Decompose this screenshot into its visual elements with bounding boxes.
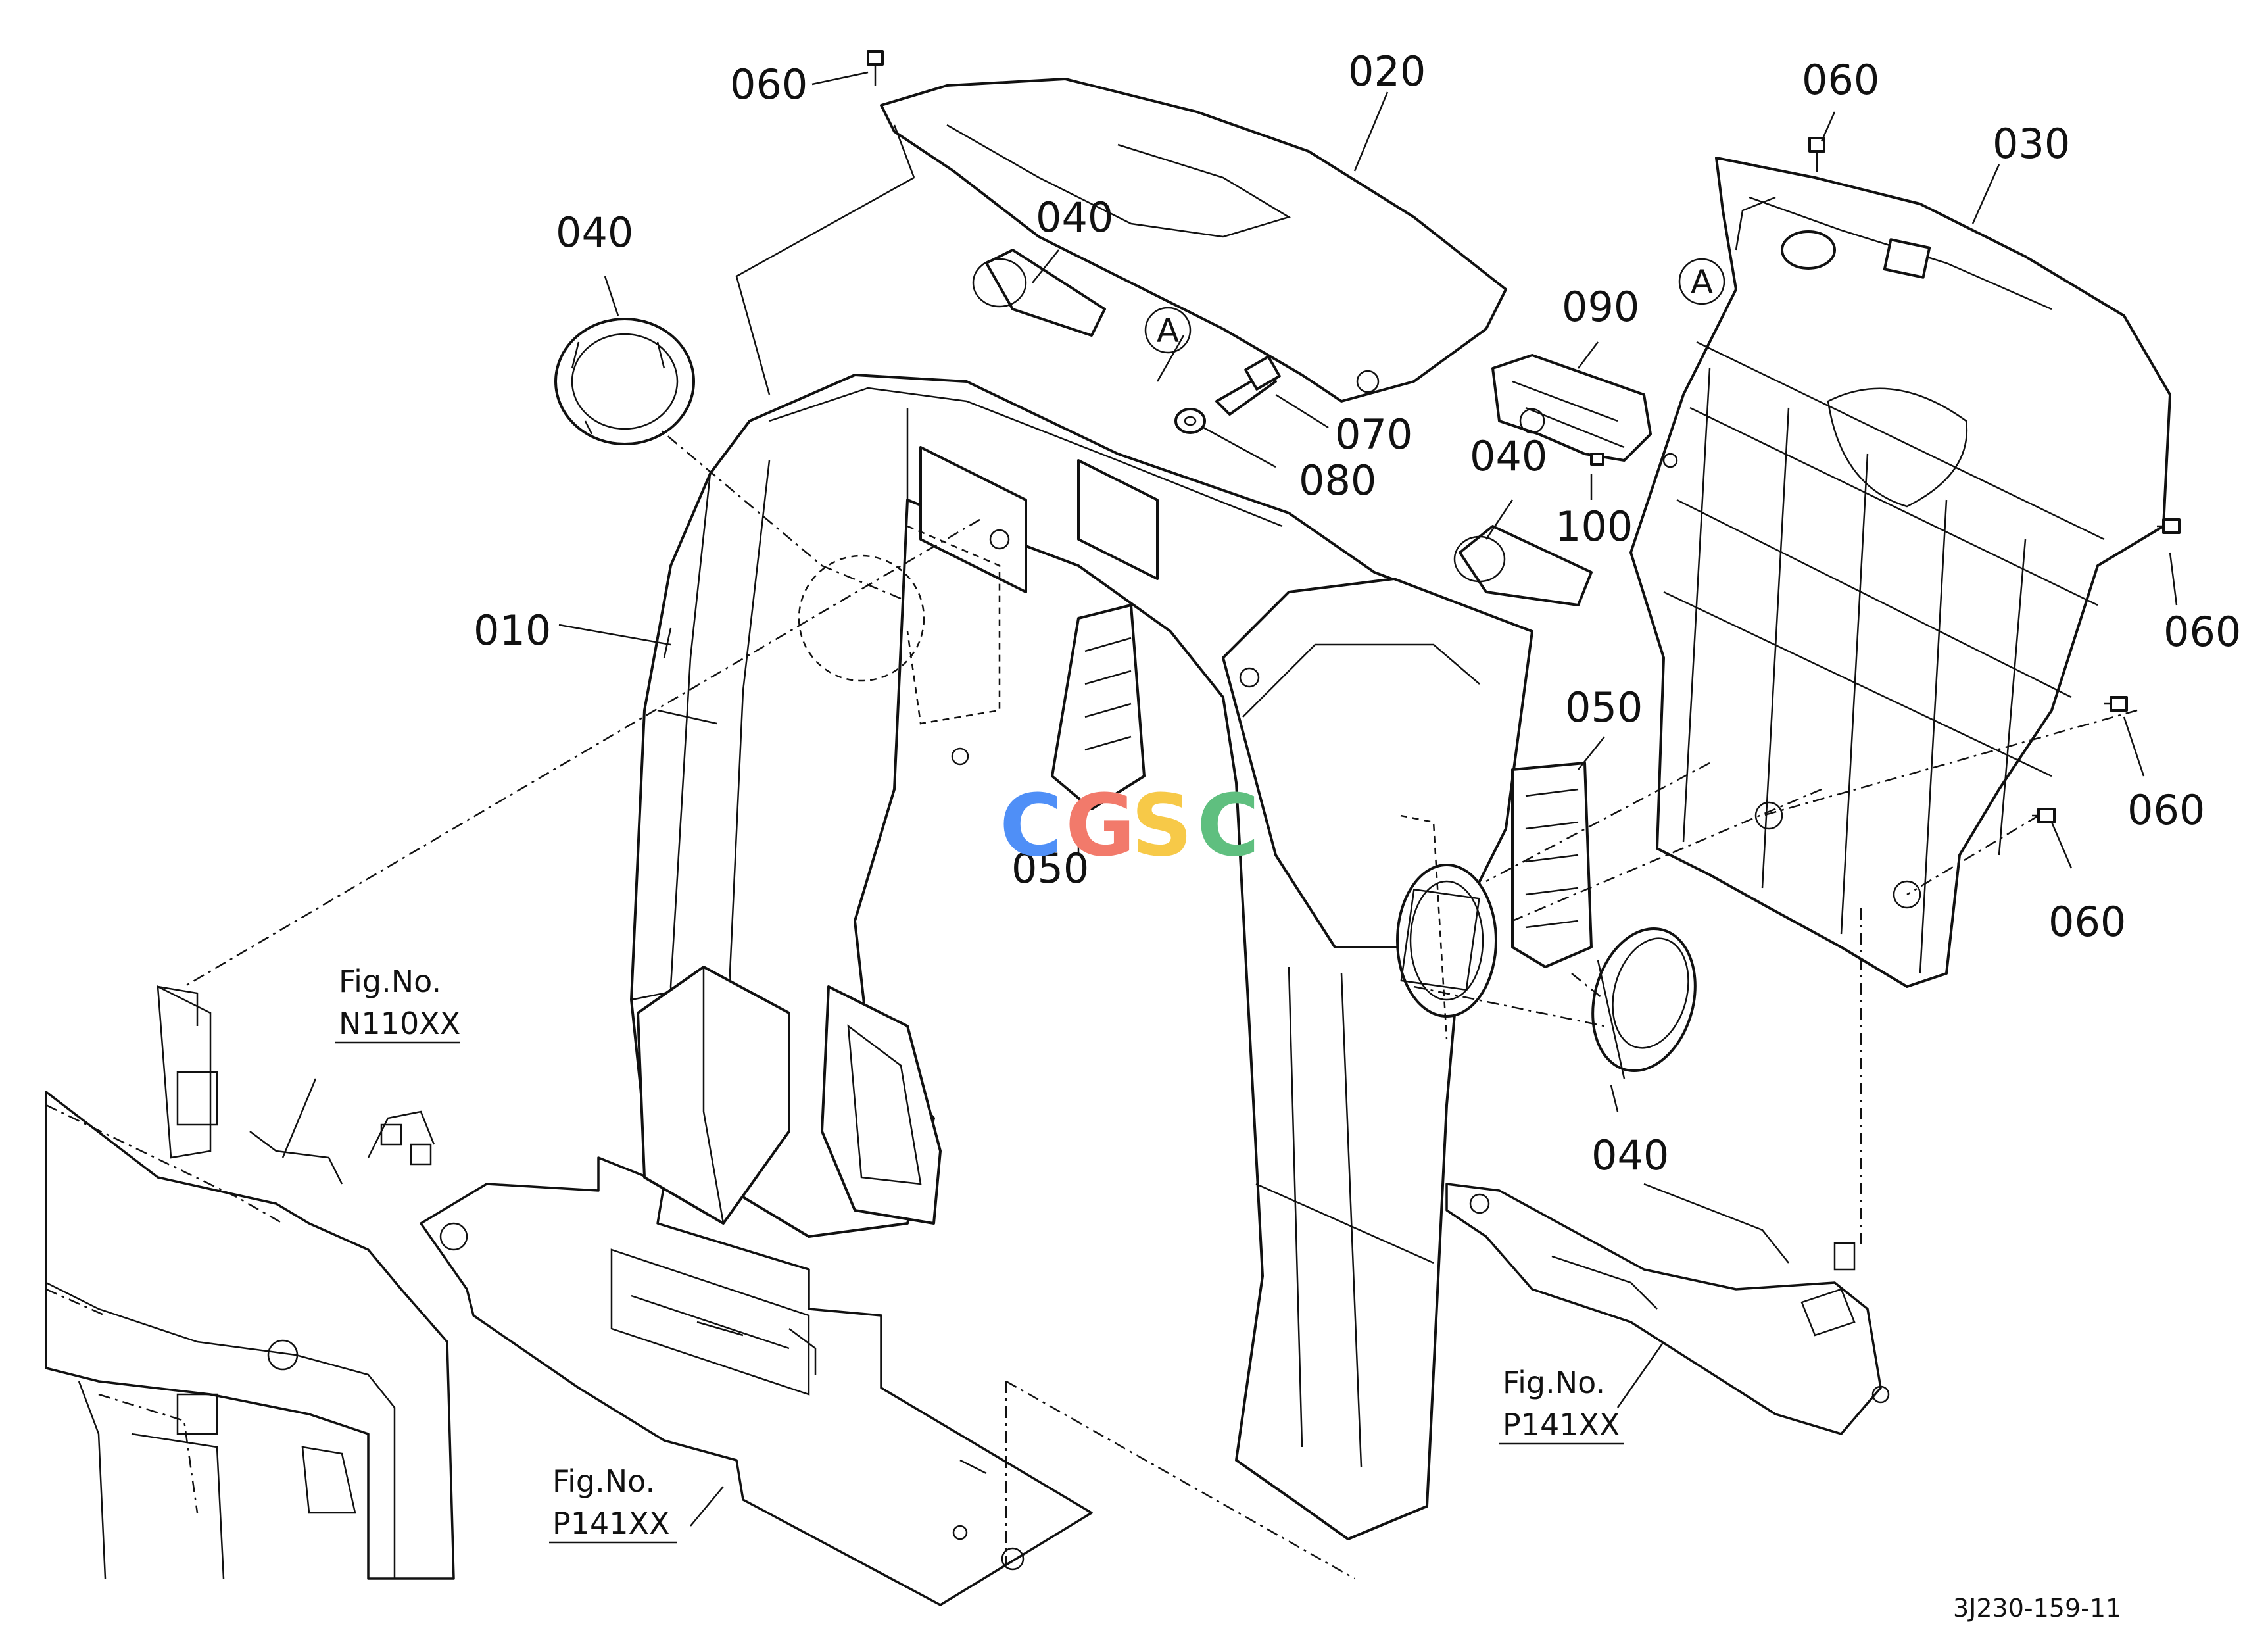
part-label-050: 050	[1011, 845, 1089, 893]
cab-frame-structure	[45, 985, 455, 1580]
part-label-040: 040	[1470, 432, 1547, 480]
part-label-070: 070	[1335, 410, 1412, 458]
fig-ref-caption: Fig.No.	[339, 964, 441, 999]
part-label-040: 040	[556, 209, 633, 257]
bracket-090	[1491, 354, 1652, 462]
fig-ref-caption: Fig.No.	[1503, 1365, 1605, 1400]
upper-cover-020	[880, 78, 1507, 403]
floor-bracket-right	[1445, 1183, 1890, 1435]
screw-060-right-2	[2104, 696, 2128, 712]
part-label-080: 080	[1299, 456, 1376, 504]
watermark-logo: C G S C	[1000, 775, 1259, 875]
view-callout-a-left: A	[1144, 307, 1192, 354]
part-label-020: 020	[1348, 47, 1426, 95]
leader-lines	[183, 71, 2178, 1580]
part-label-060: 060	[730, 61, 808, 109]
screw-060-right-1	[2157, 518, 2181, 534]
part-label-060: 060	[2127, 786, 2205, 834]
part-label-060: 060	[1802, 56, 1879, 104]
part-label-100: 100	[1555, 503, 1633, 551]
watermark-letter: G	[1065, 775, 1136, 875]
part-labels: 060 020 060 030 040 040 090 070 080 040 …	[473, 47, 2241, 1179]
fig-ref-number: N110XX	[339, 1006, 460, 1041]
bushing-040-mid	[1453, 525, 1593, 606]
vent-louver-050-right	[1511, 762, 1593, 968]
fig-ref-number: P141XX	[1503, 1407, 1620, 1442]
part-label-060: 060	[2048, 898, 2126, 946]
part-label-050: 050	[1565, 683, 1643, 731]
callout-letter: A	[1691, 263, 1713, 301]
part-label-040: 040	[1591, 1131, 1669, 1179]
screw-060-group	[867, 50, 2181, 823]
bolt-070	[1215, 355, 1281, 416]
screw-060-top-right	[1808, 137, 1825, 172]
part-label-040: 040	[1036, 193, 1113, 241]
bushing-040-top	[972, 249, 1106, 337]
drawing-code: 3J230-159-11	[1953, 1594, 2121, 1623]
watermark-letter: S	[1131, 775, 1193, 875]
part-label-090: 090	[1562, 283, 1639, 331]
washer-080	[1174, 408, 1206, 434]
bushing-040-bottom	[1591, 927, 1697, 1079]
vent-louver-050-left	[1051, 604, 1146, 810]
part-label-010: 010	[473, 606, 551, 654]
watermark-letter: C	[1197, 775, 1259, 875]
screw-060-right-3	[2032, 808, 2056, 823]
rear-panel-030	[1629, 157, 2171, 988]
fig-ref-p141xx-right: Fig.No. P141XX	[1499, 1365, 1624, 1445]
inner-panel-010	[630, 374, 1533, 1540]
callout-letter: A	[1157, 312, 1179, 350]
floor-plate-left	[420, 1156, 1093, 1606]
fig-ref-caption: Fig.No.	[552, 1463, 655, 1499]
screw-100	[1590, 453, 1604, 466]
fig-ref-n110xx: Fig.No. N110XX	[335, 964, 460, 1044]
screw-060-top-left	[867, 50, 884, 86]
fig-ref-number: P141XX	[552, 1506, 670, 1541]
bushing-040-left	[554, 318, 695, 445]
view-callout-a-right: A	[1678, 258, 1725, 305]
fig-ref-p141xx-left: Fig.No. P141XX	[549, 1463, 677, 1544]
watermark-letter: C	[1000, 775, 1062, 875]
part-label-060: 060	[2163, 608, 2241, 656]
part-label-030: 030	[1992, 120, 2070, 168]
